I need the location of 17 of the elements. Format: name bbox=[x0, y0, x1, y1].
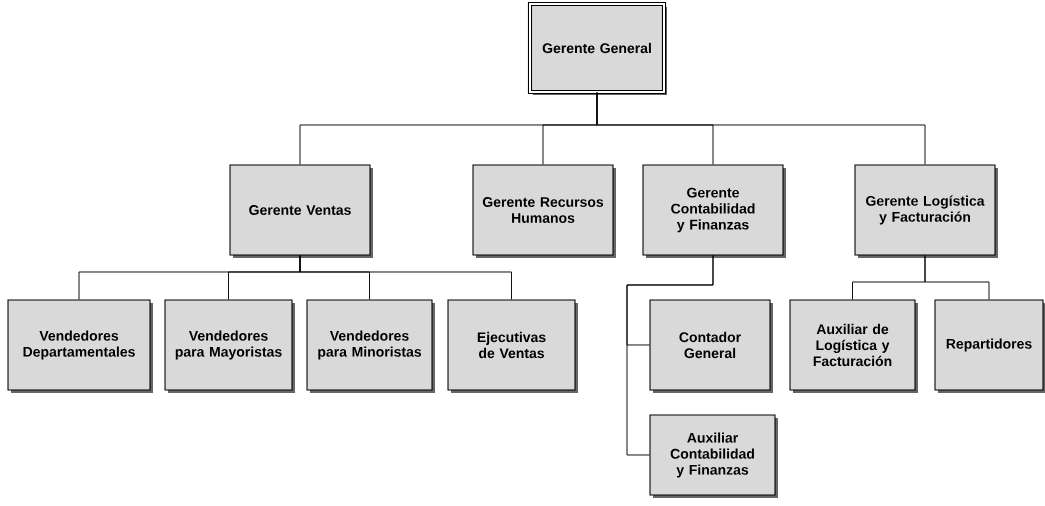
org-box: Gerente Recursos Humanos bbox=[472, 164, 614, 256]
org-box: Gerente Logística y Facturación bbox=[854, 164, 996, 256]
connector-line bbox=[924, 255, 990, 300]
org-box: Auxiliar Contabilidad y Finanzas bbox=[649, 414, 776, 496]
connector-line bbox=[596, 92, 926, 165]
connector-line bbox=[299, 255, 512, 300]
org-box: Ejecutivas de Ventas bbox=[447, 299, 576, 391]
org-box: Gerente Ventas bbox=[229, 164, 371, 256]
org-box: Gerente General bbox=[527, 1, 667, 95]
org-box: Gerente Contabilidad y Finanzas bbox=[642, 164, 784, 256]
org-box: Contador General bbox=[649, 299, 771, 391]
org-box: Repartidores bbox=[934, 299, 1044, 391]
connector-line bbox=[626, 255, 714, 456]
org-box: Vendedores para Minoristas bbox=[306, 299, 433, 391]
org-box: Auxiliar de Logística y Facturación bbox=[789, 299, 916, 391]
org-box: Vendedores Departamentales bbox=[7, 299, 151, 391]
org-box: Vendedores para Mayoristas bbox=[164, 299, 293, 391]
